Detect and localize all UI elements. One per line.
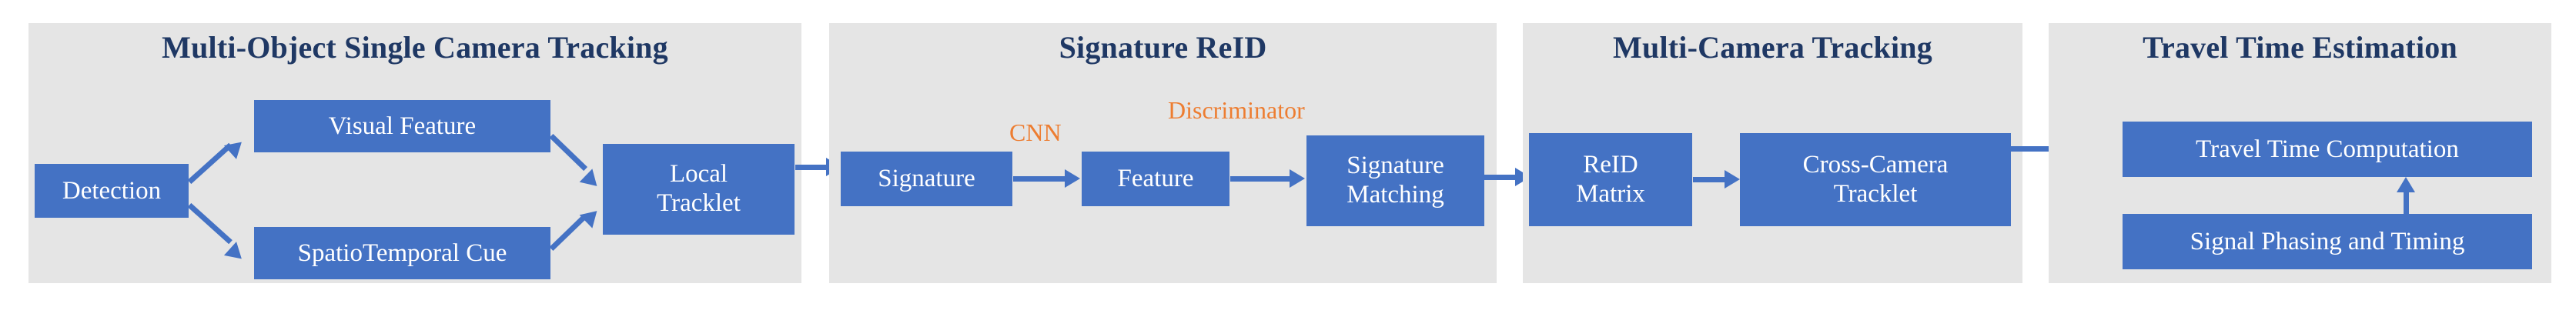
edge-signal-phasing-to-travel-time-computation-arrowhead <box>2397 177 2415 192</box>
panel-multi-camera-tracking: Multi-Camera Tracking ReID Matrix Cross-… <box>1523 23 2022 283</box>
node-detection[interactable]: Detection <box>35 164 189 218</box>
panel-title-travel-time-estimation: Travel Time Estimation <box>2143 30 2457 65</box>
node-local-tracklet-line1: Local <box>669 160 728 189</box>
edge-spatiotemporal-cue-to-local-tracklet-arrowhead <box>579 204 604 229</box>
node-local-tracklet-line2: Tracklet <box>657 189 741 217</box>
node-cross-camera-tracklet-line1: Cross-Camera <box>1802 150 1949 179</box>
edge-visual-feature-to-local-tracklet-arrowhead <box>579 169 604 193</box>
edge-signature-matching-to-reid-matrix <box>1484 175 1517 180</box>
panel-title-multi-camera-tracking: Multi-Camera Tracking <box>1613 30 1932 65</box>
node-travel-time-computation[interactable]: Travel Time Computation <box>2123 122 2532 177</box>
node-signature-matching[interactable]: Signature Matching <box>1306 135 1484 226</box>
edge-signal-phasing-to-travel-time-computation <box>2404 191 2409 215</box>
panel-title-signature-reid: Signature ReID <box>1059 30 1267 65</box>
edge-detection-to-spatiotemporal-cue-arrowhead <box>223 242 248 266</box>
edge-reid-matrix-to-cross-camera-tracklet <box>1693 177 1728 182</box>
edge-label-cnn: CNN <box>1009 118 1062 146</box>
node-cross-camera-tracklet[interactable]: Cross-Camera Tracklet <box>1740 133 2011 226</box>
edge-spatiotemporal-cue-to-local-tracklet <box>549 213 588 252</box>
edge-signature-to-feature-arrowhead <box>1065 169 1080 188</box>
panel-signature-reid: Signature ReID Signature Feature Signatu… <box>829 23 1497 283</box>
edge-detection-to-visual-feature-arrowhead <box>223 135 248 159</box>
edge-detection-to-visual-feature <box>187 142 233 185</box>
edge-local-tracklet-to-signature <box>795 165 828 170</box>
node-reid-matrix-line1: ReID <box>1583 150 1638 179</box>
panel-travel-time-estimation: Travel Time Estimation Travel Time Compu… <box>2049 23 2551 283</box>
node-reid-matrix-line2: Matrix <box>1576 179 1645 208</box>
node-feature[interactable]: Feature <box>1082 152 1229 206</box>
node-signal-phasing-and-timing[interactable]: Signal Phasing and Timing <box>2123 214 2532 269</box>
edge-visual-feature-to-local-tracklet <box>549 133 588 172</box>
node-cross-camera-tracklet-line2: Tracklet <box>1833 179 1918 208</box>
edge-signature-to-feature <box>1013 176 1066 182</box>
panel-title-multi-object-single-camera-tracking: Multi-Object Single Camera Tracking <box>162 30 668 65</box>
node-local-tracklet[interactable]: Local Tracklet <box>603 144 795 235</box>
node-reid-matrix[interactable]: ReID Matrix <box>1529 133 1692 226</box>
node-visual-feature[interactable]: Visual Feature <box>254 100 550 152</box>
edge-feature-to-signature-matching <box>1230 176 1291 182</box>
edge-detection-to-spatiotemporal-cue <box>187 202 233 245</box>
edge-label-discriminator: Discriminator <box>1168 96 1305 124</box>
panel-multi-object-single-camera-tracking: Multi-Object Single Camera Tracking Dete… <box>28 23 801 283</box>
edge-feature-to-signature-matching-arrowhead <box>1290 169 1305 188</box>
node-signature-matching-line1: Signature <box>1347 152 1444 180</box>
node-spatiotemporal-cue[interactable]: SpatioTemporal Cue <box>254 227 550 279</box>
node-signature[interactable]: Signature <box>841 152 1012 206</box>
node-signature-matching-line2: Matching <box>1347 181 1444 209</box>
edge-reid-matrix-to-cross-camera-tracklet-arrowhead <box>1725 170 1740 189</box>
